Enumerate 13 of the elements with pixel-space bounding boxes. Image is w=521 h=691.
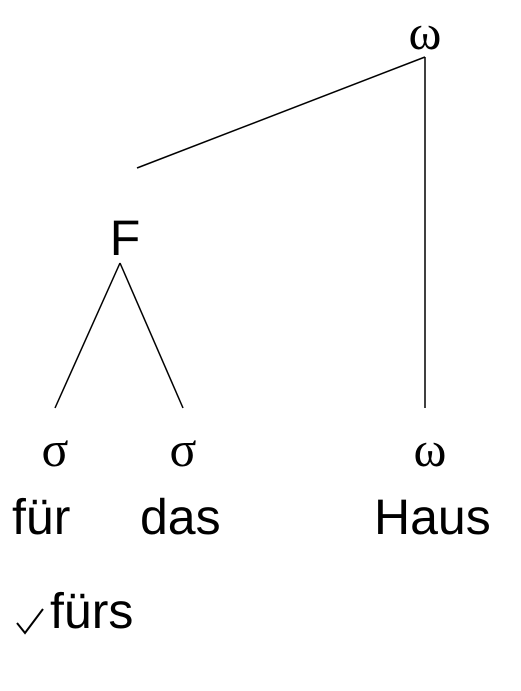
tree-node-label: ω: [408, 7, 442, 57]
tree-branch-line: [424, 57, 426, 408]
tree-branch-line: [119, 262, 184, 408]
tree-branch-line: [136, 56, 426, 169]
tree-node-label: σ: [170, 424, 196, 474]
tree-node-label: σ: [42, 424, 68, 474]
word-label: Haus: [374, 492, 491, 542]
tree-node-label: F: [110, 213, 140, 263]
word-label: fürs: [50, 586, 134, 636]
tree-branch-line: [54, 262, 121, 408]
word-label: für: [12, 492, 70, 542]
tree-node-label: ω: [414, 424, 446, 474]
word-label: das: [140, 492, 221, 542]
